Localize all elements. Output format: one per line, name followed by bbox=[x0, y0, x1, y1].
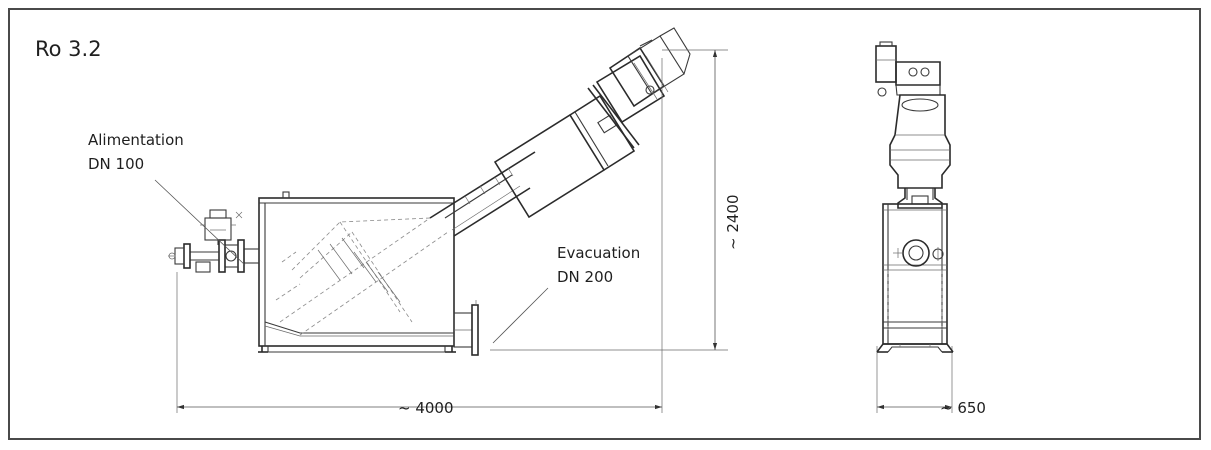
outlet-leader bbox=[492, 287, 549, 344]
internal-screw bbox=[275, 217, 449, 336]
outlet-pipe bbox=[453, 300, 479, 356]
outlet-label-name: Evacuation bbox=[557, 244, 640, 262]
front-tube bbox=[897, 188, 943, 209]
length-dimension: ~ 4000 bbox=[398, 399, 454, 417]
model-title: Ro 3.2 bbox=[35, 37, 102, 61]
front-housing bbox=[889, 94, 951, 189]
inlet-label-name: Alimentation bbox=[88, 131, 184, 149]
dimension-lines: ~ 4000 ~ 2400 ~ 650 bbox=[176, 49, 986, 417]
front-motor bbox=[875, 41, 941, 97]
side-view: Alimentation DN 100 Evacuation DN 200 bbox=[88, 27, 691, 356]
width-dimension: ~ 650 bbox=[940, 399, 986, 417]
inlet-assembly bbox=[168, 209, 260, 273]
inclined-tube bbox=[429, 151, 536, 237]
inlet-leader bbox=[154, 179, 246, 266]
drive-motor bbox=[587, 27, 691, 149]
drawing-frame bbox=[8, 8, 1201, 440]
inlet-label-size: DN 100 bbox=[88, 155, 144, 173]
front-tank bbox=[876, 203, 954, 353]
tank-body bbox=[258, 191, 456, 353]
upper-housing bbox=[493, 94, 636, 219]
front-view bbox=[875, 41, 954, 353]
outlet-label-size: DN 200 bbox=[557, 268, 613, 286]
height-dimension: ~ 2400 bbox=[724, 194, 742, 250]
